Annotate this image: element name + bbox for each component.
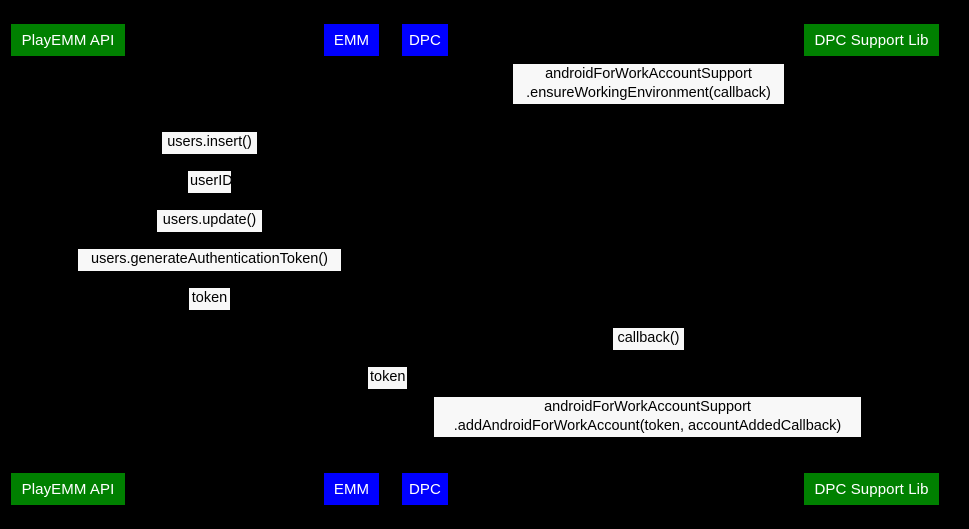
participant-emm-top[interactable]: EMM [324, 24, 379, 56]
participant-dpc-bottom[interactable]: DPC [402, 473, 448, 505]
participant-playemm-api-top[interactable]: PlayEMM API [11, 24, 125, 56]
message-label-msg-token-to-dpc[interactable]: token [368, 367, 407, 389]
participant-label: DPC [409, 31, 441, 49]
participant-emm-bottom[interactable]: EMM [324, 473, 379, 505]
participant-dpc-top[interactable]: DPC [402, 24, 448, 56]
message-label-msg-token-to-emm[interactable]: token [189, 288, 230, 310]
message-label-msg-ensure-working-environment[interactable]: androidForWorkAccountSupport .ensureWork… [513, 64, 784, 104]
participant-label: PlayEMM API [21, 480, 115, 498]
message-label-msg-callback[interactable]: callback() [613, 328, 684, 350]
lifeline-playemm-api [68, 56, 69, 473]
participant-label: DPC Support Lib [814, 31, 929, 49]
participant-label: DPC Support Lib [814, 480, 929, 498]
participant-label: EMM [333, 480, 370, 498]
message-label-msg-userid[interactable]: userID [188, 171, 233, 193]
participant-label: EMM [333, 31, 370, 49]
lifeline-dpc-support-lib [871, 56, 873, 473]
message-label-msg-add-android-for-work-account[interactable]: androidForWorkAccountSupport .addAndroid… [434, 397, 861, 437]
message-label-msg-users-update[interactable]: users.update() [157, 210, 262, 232]
message-label-msg-users-insert[interactable]: users.insert() [162, 132, 257, 154]
participant-dpc-support-lib-bottom[interactable]: DPC Support Lib [804, 473, 939, 505]
participant-label: DPC [409, 480, 441, 498]
participant-playemm-api-bottom[interactable]: PlayEMM API [11, 473, 125, 505]
participant-dpc-support-lib-top[interactable]: DPC Support Lib [804, 24, 939, 56]
lifeline-emm [351, 56, 353, 473]
lifeline-dpc [425, 56, 426, 473]
message-label-msg-generate-auth-token[interactable]: users.generateAuthenticationToken() [78, 249, 341, 271]
participant-label: PlayEMM API [21, 31, 115, 49]
